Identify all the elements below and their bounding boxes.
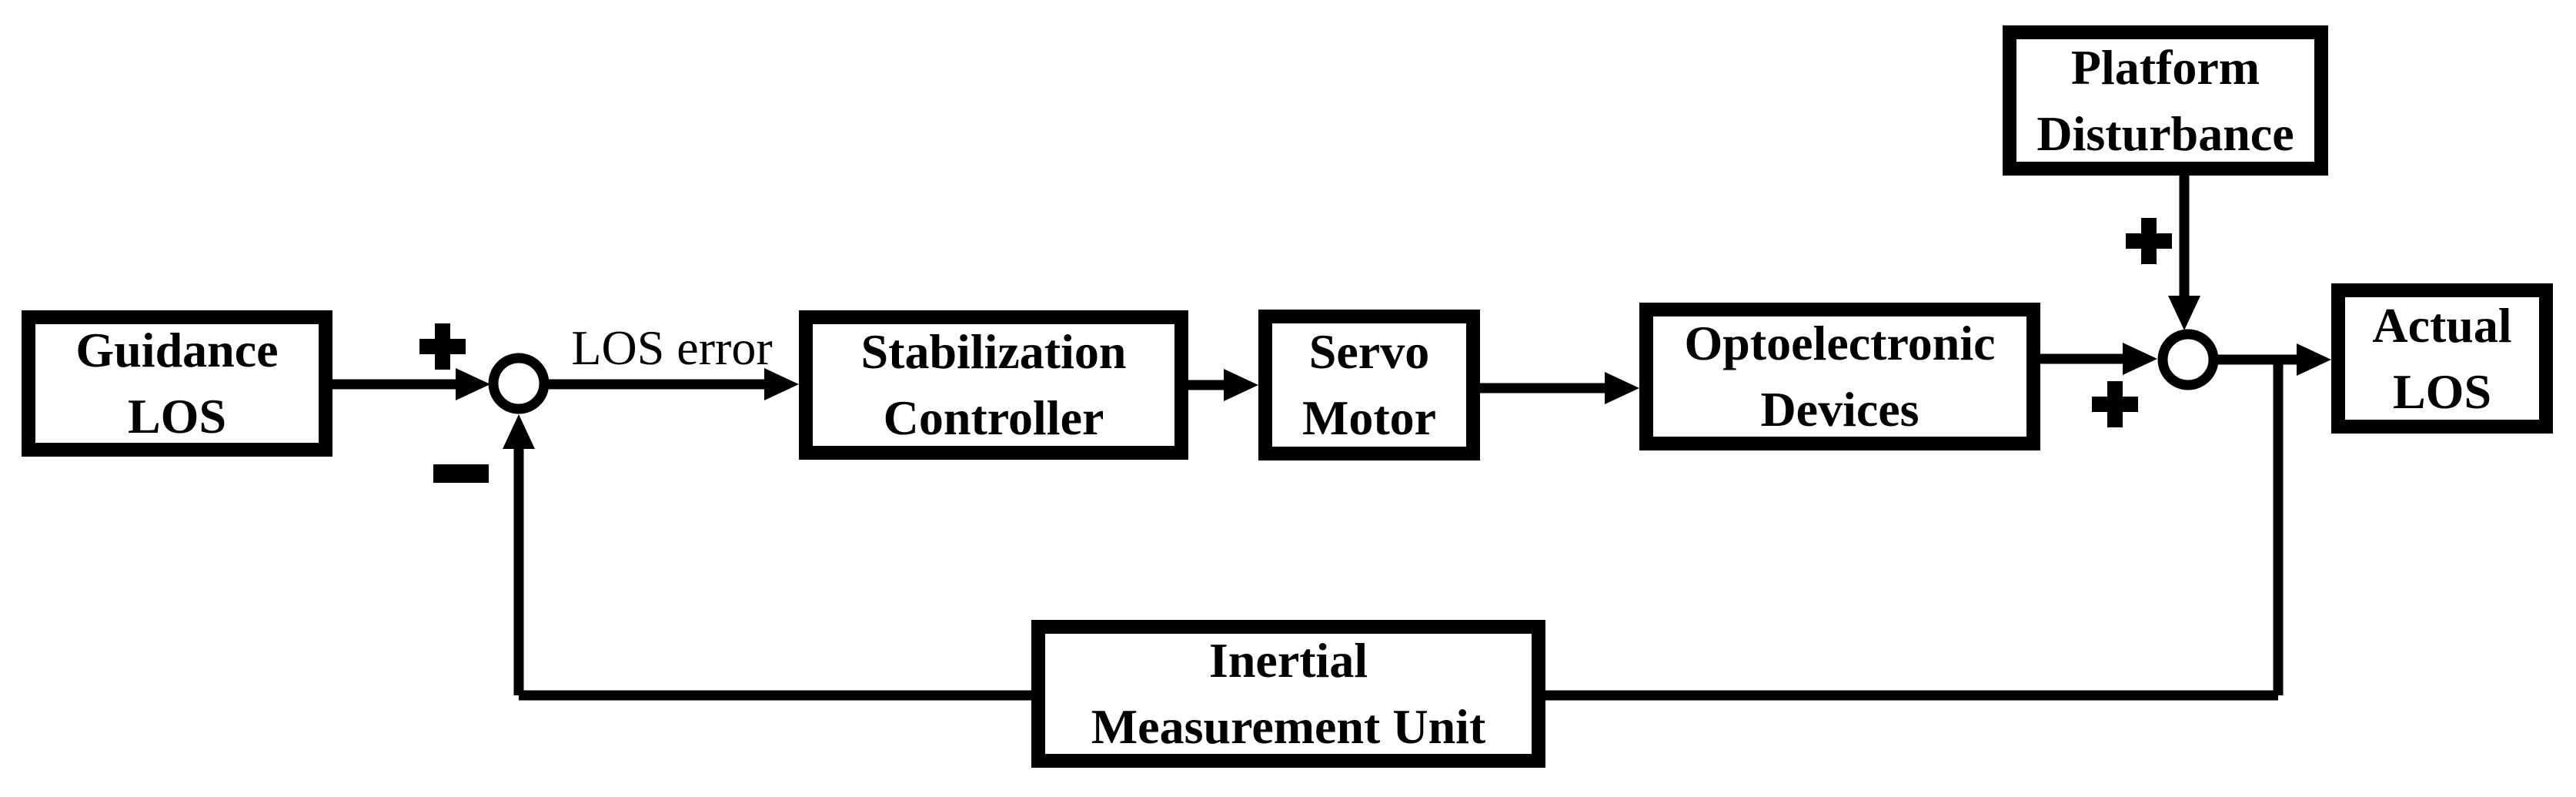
arrowhead-into-actual (2297, 343, 2331, 376)
plus-sign-summing2-input (2092, 381, 2138, 427)
summing-junction-2 (2157, 329, 2219, 390)
block-platform-disturbance: Platform Disturbance (2003, 25, 2328, 176)
arrowhead-into-summing1 (456, 368, 490, 400)
block-stabilization-controller: Stabilization Controller (799, 310, 1188, 460)
block-stabilization-controller-line2: Controller (883, 390, 1104, 445)
minus-sign-summing1-feedback (433, 464, 489, 483)
block-actual-los-line1: Actual (2372, 297, 2512, 353)
los-error-label: LOS error (571, 320, 773, 375)
block-guidance-los: Guidance LOS (22, 310, 332, 457)
summing-junction-1 (488, 353, 550, 414)
arrowhead-into-summing2-left (2123, 343, 2157, 375)
block-guidance-los-line1: Guidance (75, 323, 279, 377)
block-imu-line1: Inertial (1208, 633, 1368, 688)
block-guidance-los-line2: LOS (127, 389, 227, 444)
block-stabilization-controller-line1: Stabilization (860, 324, 1127, 379)
block-inertial-measurement-unit: Inertial Measurement Unit (1031, 620, 1545, 768)
plus-sign-summing2-disturbance (2126, 218, 2172, 264)
block-optoelectronic-devices: Optoelectronic Devices (1639, 303, 2040, 450)
block-optoelectronic-devices-line1: Optoelectronic (1684, 316, 1996, 370)
arrowhead-into-controller (764, 368, 799, 400)
block-imu-line2: Measurement Unit (1091, 699, 1486, 754)
arrowhead-into-servo (1224, 369, 1258, 401)
plus-sign-summing1-input (419, 323, 466, 370)
arrowhead-into-summing1-bottom (503, 414, 535, 449)
block-platform-disturbance-line1: Platform (2070, 39, 2260, 95)
block-optoelectronic-devices-line2: Devices (1760, 382, 1919, 437)
block-platform-disturbance-line2: Disturbance (2036, 105, 2294, 161)
block-servo-motor-line2: Motor (1301, 390, 1437, 445)
block-actual-los-line2: LOS (2392, 363, 2492, 419)
arrowhead-into-opto (1605, 372, 1639, 404)
block-servo-motor: Servo Motor (1258, 310, 1480, 460)
arrowhead-into-summing2-top (2168, 296, 2200, 330)
block-servo-motor-line1: Servo (1308, 324, 1430, 379)
block-actual-los: Actual LOS (2331, 283, 2553, 434)
